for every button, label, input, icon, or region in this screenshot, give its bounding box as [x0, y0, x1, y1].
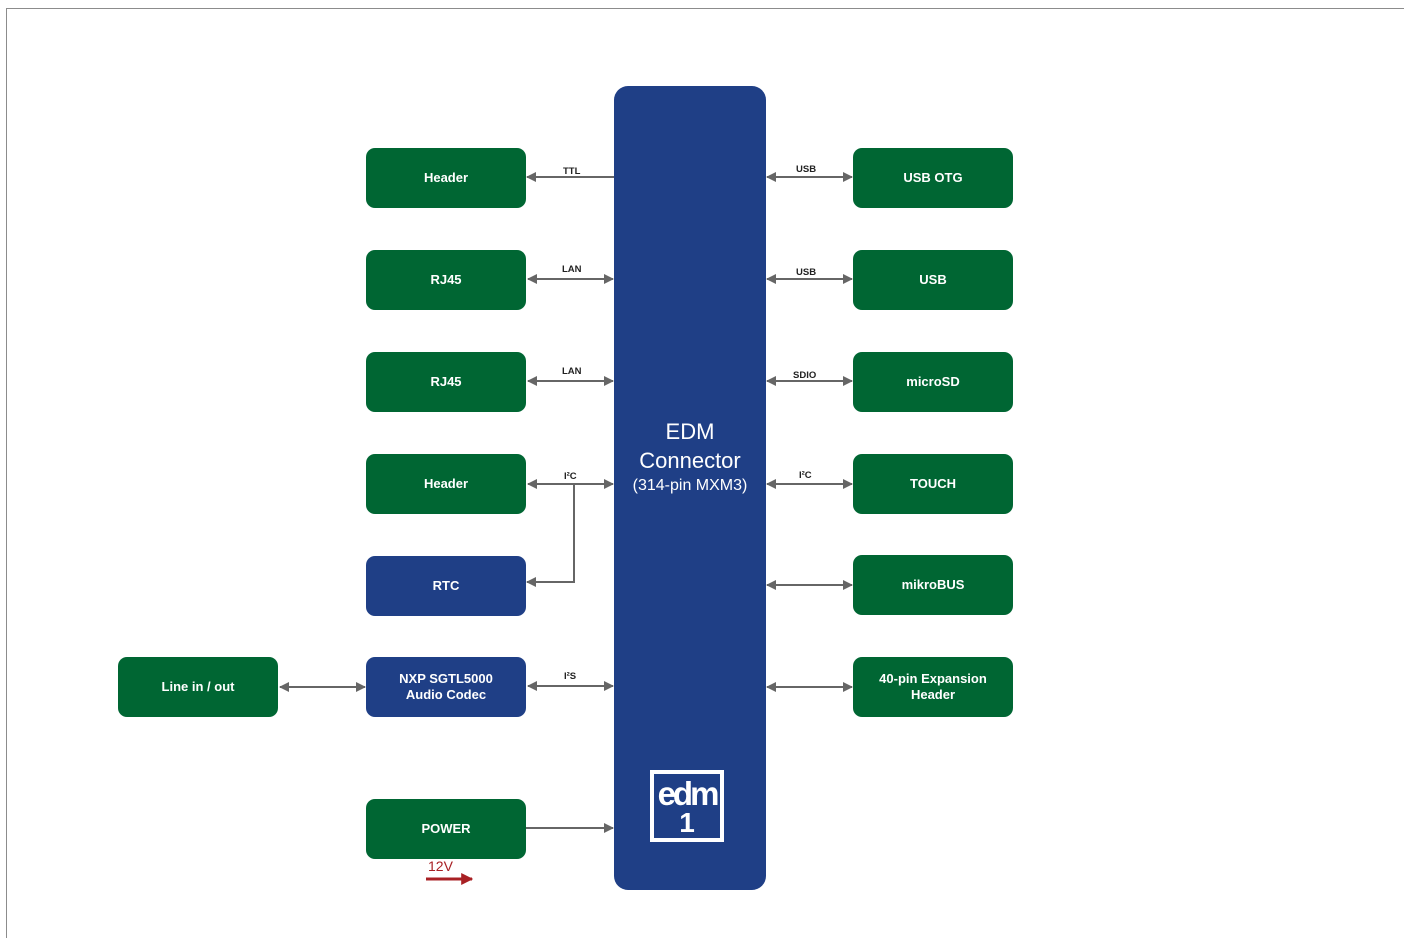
bus-label-i2c-right: I²C — [799, 470, 812, 481]
diagram-frame — [6, 8, 1404, 938]
usb-otg-block: USB OTG — [853, 148, 1013, 208]
mikrobus-block: mikroBUS — [853, 555, 1013, 615]
bus-label-usb: USB — [796, 267, 817, 278]
rtc-block: RTC — [366, 556, 526, 616]
usb-block: USB — [853, 250, 1013, 310]
edm-pin-spec: (314-pin MXM3) — [632, 477, 748, 494]
edm-title: EDM — [665, 419, 715, 444]
rj45-block-2: RJ45 — [366, 352, 526, 412]
bus-label-i2s: I²S — [564, 671, 577, 682]
bus-label-usb-otg: USB — [796, 164, 817, 175]
power-block: POWER — [366, 799, 526, 859]
line-in-out-block: Line in / out — [118, 657, 278, 717]
audio-codec-block: NXP SGTL5000 Audio Codec — [366, 657, 526, 717]
power-input-label: 12V — [428, 858, 453, 874]
rj45-block-1: RJ45 — [366, 250, 526, 310]
bus-label-lan-1: LAN — [562, 264, 582, 275]
edm-connector-block: EDM Connector (314-pin MXM3) edm 1 — [614, 86, 766, 890]
edm-logo-icon: edm 1 — [650, 770, 724, 842]
bus-label-sdio: SDIO — [793, 370, 817, 381]
link-rtc — [526, 484, 575, 587]
header-ttl-block: Header — [366, 148, 526, 208]
expansion-header-block: 40-pin Expansion Header — [853, 657, 1013, 717]
touch-block: TOUCH — [853, 454, 1013, 514]
bus-label-i2c-left: I²C — [564, 471, 577, 482]
microsd-block: microSD — [853, 352, 1013, 412]
bus-label-lan-2: LAN — [562, 366, 582, 377]
bus-label-ttl: TTL — [563, 166, 581, 177]
header-i2c-block: Header — [366, 454, 526, 514]
edm-subtitle: Connector — [639, 448, 741, 473]
